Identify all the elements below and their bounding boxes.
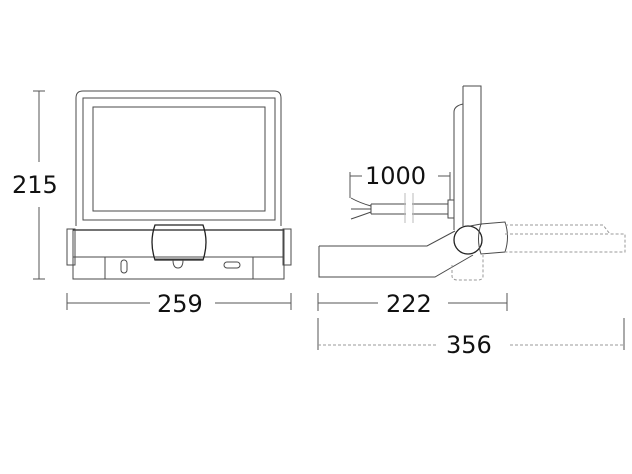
sensor-swing-outline xyxy=(451,255,484,281)
width-dimension-label: 259 xyxy=(155,290,205,318)
right-end-cap xyxy=(282,228,292,266)
housing-side-profile xyxy=(463,85,482,225)
led-panel xyxy=(92,106,266,212)
slot-left xyxy=(120,259,128,274)
cable-length-dimension-line xyxy=(349,172,451,200)
height-dimension-label: 215 xyxy=(10,171,60,199)
pivot-joint xyxy=(453,225,483,255)
side-view xyxy=(317,85,626,350)
left-end-cap xyxy=(66,228,76,266)
depth-dimension-label: 222 xyxy=(384,290,434,318)
inner-frame xyxy=(82,97,276,221)
slot-right xyxy=(223,261,241,269)
height-dimension-line xyxy=(33,90,45,280)
front-view xyxy=(33,90,292,310)
housing-outline xyxy=(75,90,282,226)
motion-sensor xyxy=(151,224,207,261)
width-dimension-line xyxy=(66,293,292,310)
max-depth-dimension-line xyxy=(317,318,625,350)
sensor-side xyxy=(478,221,508,255)
mounting-arm xyxy=(318,230,474,278)
extended-arm-outline xyxy=(505,224,626,253)
cable xyxy=(350,193,448,223)
depth-dimension-line xyxy=(317,293,508,311)
cable-length-label: 1000 xyxy=(363,162,429,190)
max-depth-dimension-label: 356 xyxy=(444,331,494,359)
cable-gland xyxy=(447,199,455,219)
sensor-knob xyxy=(172,259,184,269)
